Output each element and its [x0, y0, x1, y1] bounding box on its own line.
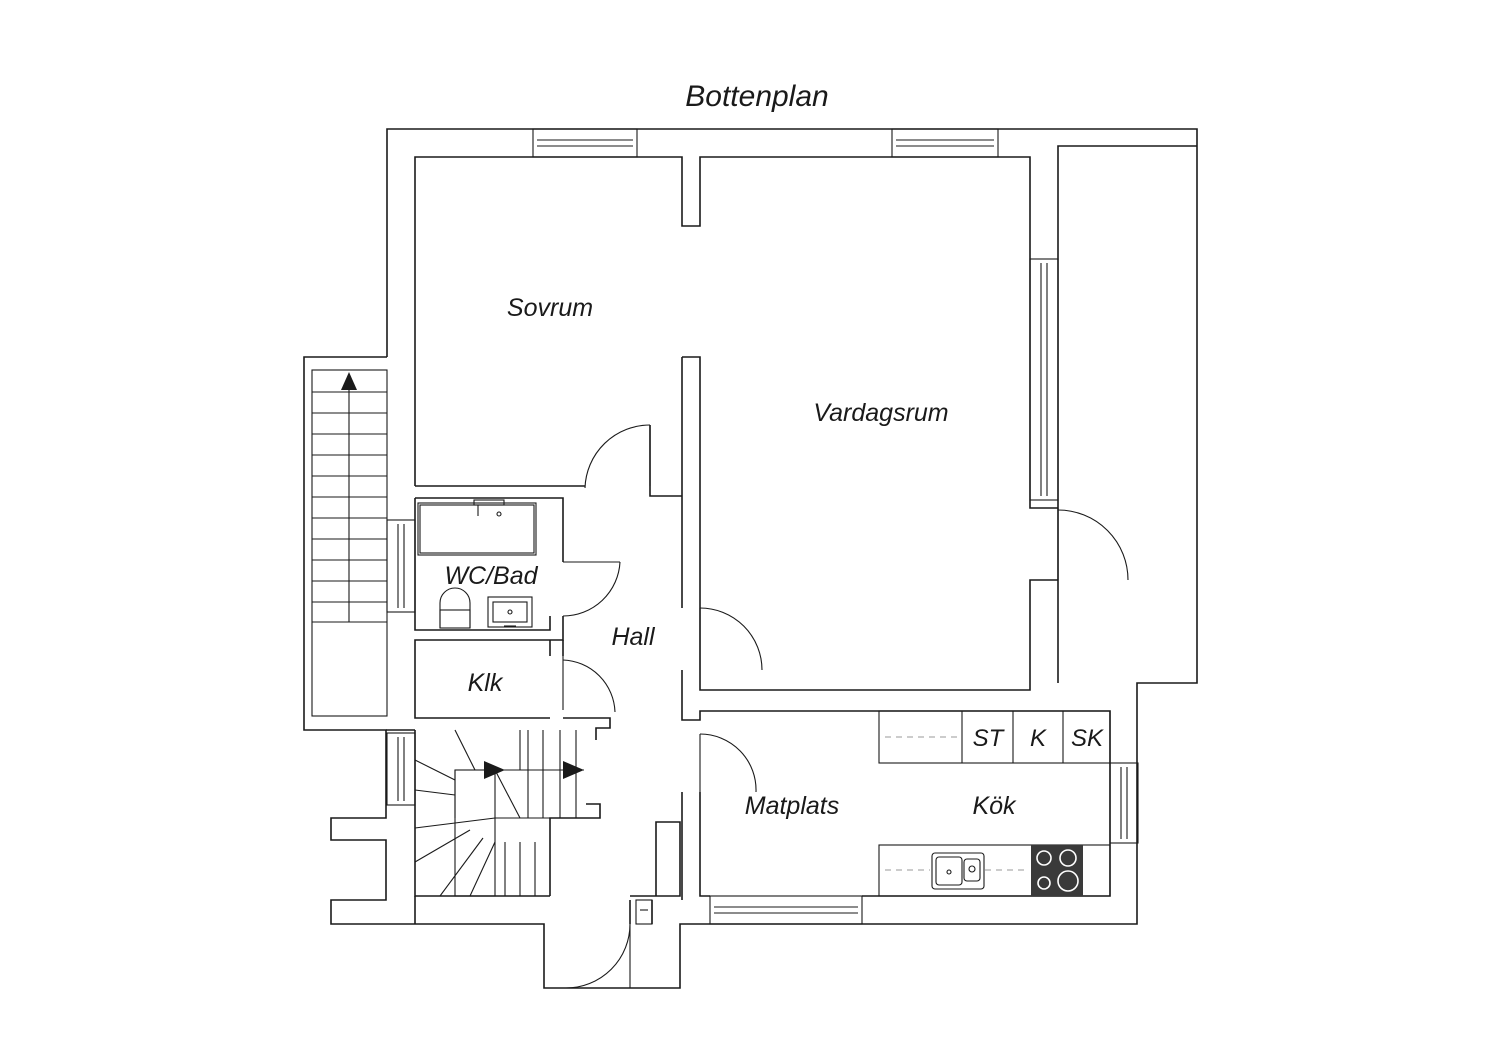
- label-wc-bad: WC/Bad: [444, 562, 538, 590]
- label-vardagsrum: Vardagsrum: [813, 399, 948, 427]
- stove: [1031, 845, 1083, 896]
- door-kitchen: [699, 733, 757, 793]
- sink: [931, 852, 985, 890]
- label-sovrum: Sovrum: [507, 294, 593, 322]
- window-sovrum: [532, 128, 638, 158]
- door-vardagsrum-hall: [699, 607, 763, 671]
- toilet: [439, 587, 471, 629]
- room-labels: Sovrum Vardagsrum WC/Bad Hall Klk Matpla…: [444, 294, 1104, 820]
- interior-stairs: [414, 729, 584, 897]
- label-sk: SK: [1071, 725, 1104, 752]
- stairs-arrow-icon: [484, 761, 505, 779]
- window-kitchen-side: [1109, 762, 1139, 844]
- window-wc: [386, 519, 416, 613]
- window-entry: [635, 899, 653, 925]
- door-klk: [562, 656, 616, 713]
- door-entrance: [565, 923, 631, 989]
- window-vardagsrum-side: [1029, 258, 1059, 501]
- door-sovrum: [584, 424, 651, 489]
- bath-faucet-icon: [473, 499, 505, 506]
- outer-walls: [303, 128, 1198, 989]
- doors: [562, 424, 1129, 989]
- window-stairs: [386, 732, 416, 806]
- label-st: ST: [973, 725, 1006, 752]
- label-kok: Kök: [972, 792, 1017, 820]
- kitchen-counter-top: [878, 710, 1111, 764]
- label-hall: Hall: [611, 623, 656, 651]
- door-wc: [562, 561, 621, 617]
- label-klk: Klk: [468, 669, 504, 697]
- stairs-up-arrow-icon: [341, 372, 357, 390]
- window-matplats: [709, 895, 863, 925]
- stairs-arrow-icon-2: [563, 761, 584, 779]
- bathroom-fixtures: [417, 499, 537, 629]
- plan-title: Bottenplan: [685, 80, 828, 113]
- kitchen: [878, 710, 1111, 897]
- bathtub: [417, 502, 537, 556]
- door-balcony: [1057, 508, 1129, 581]
- label-k: K: [1030, 725, 1047, 752]
- windows: [386, 128, 1139, 925]
- label-matplats: Matplats: [745, 792, 839, 820]
- window-vardagsrum-top: [891, 128, 999, 158]
- washbasin: [487, 596, 533, 628]
- kitchen-counter-bottom: [878, 844, 1111, 897]
- exterior-stairs: [311, 369, 388, 717]
